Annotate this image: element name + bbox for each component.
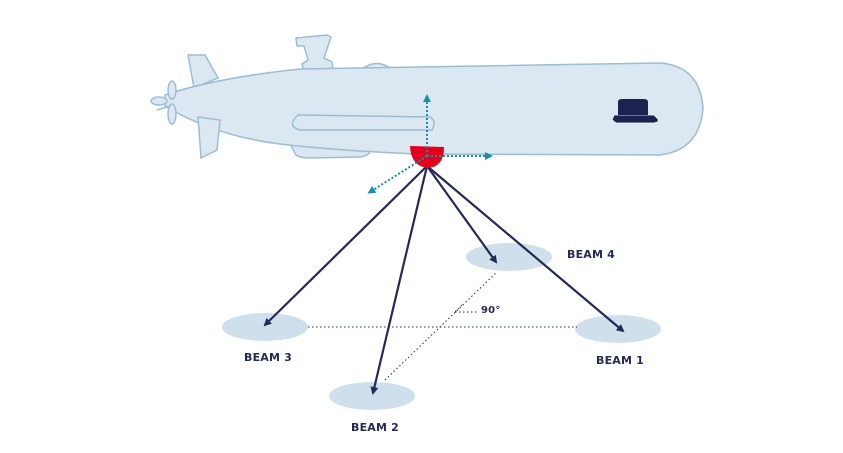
sail-mast (295, 34, 334, 72)
lower-fin (197, 116, 221, 160)
beam-lines (263, 165, 625, 395)
footprint-beam2 (329, 382, 415, 410)
footprint-beam3 (222, 313, 308, 341)
angle-label: 90° (481, 305, 501, 316)
beam3-line (263, 165, 428, 327)
axis-arrows (367, 94, 493, 194)
side-rail (291, 114, 435, 131)
instrument-box-icon (611, 99, 659, 124)
axis-lateral (367, 155, 428, 194)
propeller (150, 80, 177, 125)
auv-vehicle (150, 34, 704, 160)
right-angle-marker (454, 304, 477, 313)
beam2-label: BEAM 2 (351, 421, 400, 434)
guide-lines (308, 271, 577, 381)
beam4-line (426, 165, 498, 264)
beam1-label: BEAM 1 (596, 354, 645, 367)
hull (164, 62, 704, 156)
beam2-line (370, 165, 429, 395)
beam4-label: BEAM 4 (567, 248, 616, 261)
beam3-label: BEAM 3 (244, 351, 293, 364)
guide-beam2-beam4 (384, 271, 498, 381)
beam1-line (426, 165, 625, 333)
footprint-beam4 (466, 243, 552, 271)
footprint-beam1 (575, 315, 661, 343)
upper-fin (187, 54, 220, 90)
